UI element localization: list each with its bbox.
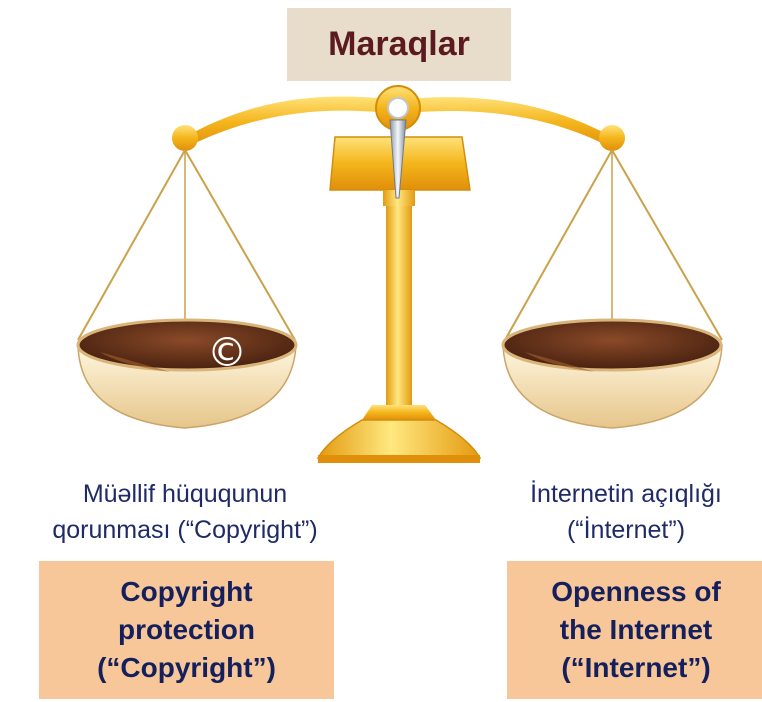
right-english-line2: the Internet <box>559 614 713 645</box>
title-box: Maraqlar <box>287 8 511 81</box>
right-english-box: Openness of the Internet (“Internet”) <box>507 561 762 699</box>
left-caption-line2: qorunması (“Copyright”) <box>52 516 318 544</box>
left-english-line1: Copyright <box>120 576 253 607</box>
diagram-title: Maraqlar <box>328 25 470 63</box>
left-caption-line1: Müəllif hüququnun <box>82 480 288 508</box>
left-caption: Müəllif hüququnun qorunması (“Copyright”… <box>0 476 370 548</box>
right-caption: İnternetin açıqlığı (“İnternet”) <box>490 476 762 548</box>
right-english-line1: Openness of <box>551 576 721 607</box>
right-pan <box>501 318 723 429</box>
left-pan: © <box>76 318 298 429</box>
balance-scale-icon: © <box>76 85 723 463</box>
left-english-line3: (“Copyright”) <box>97 652 276 683</box>
right-caption-line1: İnternetin açıqlığı <box>530 480 722 508</box>
copyright-icon: © <box>207 330 247 376</box>
left-english-line2: protection <box>118 614 255 645</box>
right-english-line3: (“Internet”) <box>561 652 711 683</box>
left-english-box: Copyright protection (“Copyright”) <box>39 561 334 699</box>
right-caption-line2: (“İnternet”) <box>566 516 686 544</box>
